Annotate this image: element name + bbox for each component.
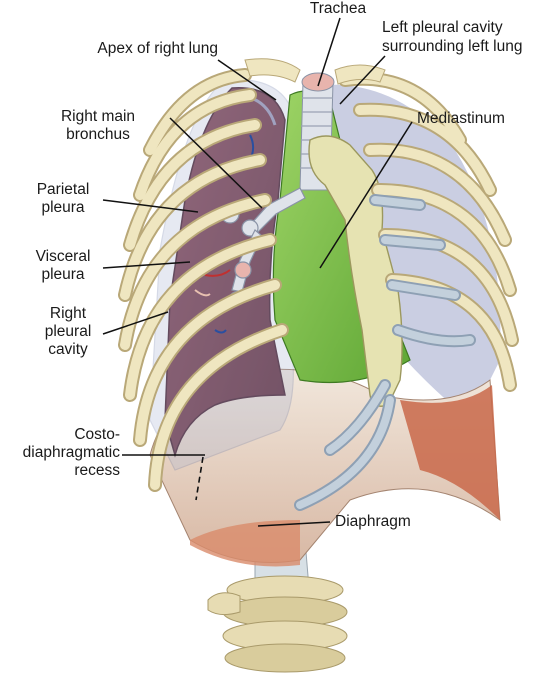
label-costodiaphragmatic-recess: Costo- diaphragmatic recess bbox=[22, 426, 120, 479]
label-mediastinum: Mediastinum bbox=[417, 110, 505, 127]
trachea-shape bbox=[299, 72, 335, 191]
leader-lines bbox=[102, 17, 413, 527]
label-trachea: Trachea bbox=[309, 0, 367, 17]
costal-cartilages bbox=[294, 194, 476, 511]
label-apex-right-lung: Apex of right lung bbox=[97, 40, 218, 57]
label-diaphragm: Diaphragm bbox=[335, 513, 411, 530]
label-right-main-bronchus: Right main bronchus bbox=[60, 108, 136, 143]
vertebral-column bbox=[207, 539, 348, 673]
label-right-pleural-cavity: Right pleural cavity bbox=[44, 305, 92, 358]
label-parietal-pleura: Parietal pleura bbox=[36, 181, 90, 216]
first-rib-shape bbox=[244, 58, 301, 83]
ribs-right bbox=[118, 68, 289, 492]
recess-dashed-line bbox=[195, 456, 204, 501]
label-left-pleural-cavity: Left pleural cavity surrounding left lun… bbox=[382, 19, 523, 55]
label-visceral-pleura: Visceral pleura bbox=[35, 248, 91, 283]
